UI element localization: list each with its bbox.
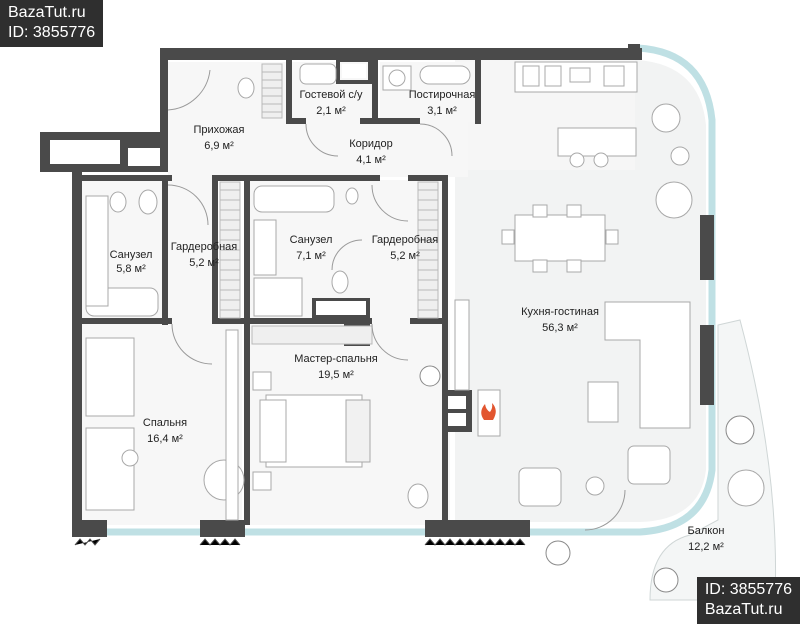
room-area: 7,1 м² <box>296 250 326 262</box>
room-labels: Прихожая 6,9 м² Гостевой с/у 2,1 м² Пост… <box>110 89 725 553</box>
room-area: 4,1 м² <box>356 154 386 166</box>
watermark-id: ID: 3855776 <box>8 24 96 41</box>
glazing-outline <box>100 44 716 536</box>
room-name: Прихожая <box>194 124 245 136</box>
room-name: Санузел <box>110 249 153 261</box>
room-area: 2,1 м² <box>316 105 346 117</box>
room-name: Кухня-гостиная <box>521 306 599 318</box>
room-name: Гостевой с/у <box>300 89 363 101</box>
plant-icons <box>419 365 755 593</box>
watermark-id: ID: 3855776 <box>704 581 792 598</box>
shaft <box>336 58 372 84</box>
room-area: 6,9 м² <box>204 140 234 152</box>
dining-set <box>501 204 619 273</box>
room-area: 56,3 м² <box>542 322 578 334</box>
room-area: 5,8 м² <box>116 263 146 275</box>
watermark-top-left: BazaTut.ru ID: 3855776 <box>0 0 104 47</box>
room-area: 3,1 м² <box>427 105 457 117</box>
fireplace-flame-icon <box>481 403 496 420</box>
room-area: 5,2 м² <box>189 257 219 269</box>
room-name: Гардеробная <box>171 241 238 253</box>
bath-fixtures <box>85 63 471 509</box>
room-area: 5,2 м² <box>390 250 420 262</box>
room-name: Постирочная <box>409 89 476 101</box>
room-name: Гардеробная <box>372 234 439 246</box>
room-area: 16,4 м² <box>147 433 183 445</box>
room-name: Балкон <box>688 525 725 537</box>
room-area: 19,5 м² <box>318 369 354 381</box>
footing-hatch <box>74 538 526 546</box>
room-name: Коридор <box>349 138 392 150</box>
balcony-area <box>649 319 777 601</box>
watermark-bottom-right: ID: 3855776 BazaTut.ru <box>696 577 800 624</box>
wardrobe-shelves <box>219 63 439 345</box>
living-furniture <box>477 103 765 507</box>
bedroom-furniture <box>85 329 371 521</box>
room-name: Мастер-спальня <box>294 353 378 365</box>
room-area: 12,2 м² <box>688 541 724 553</box>
room-name: Санузел <box>290 234 333 246</box>
windows <box>50 64 466 426</box>
watermark-site: BazaTut.ru <box>704 601 783 618</box>
door-swings <box>167 69 626 531</box>
wardrobe1-floor <box>168 180 218 320</box>
kitchen-units <box>454 61 638 391</box>
watermark-site: BazaTut.ru <box>8 4 86 21</box>
room-name: Спальня <box>143 417 187 429</box>
